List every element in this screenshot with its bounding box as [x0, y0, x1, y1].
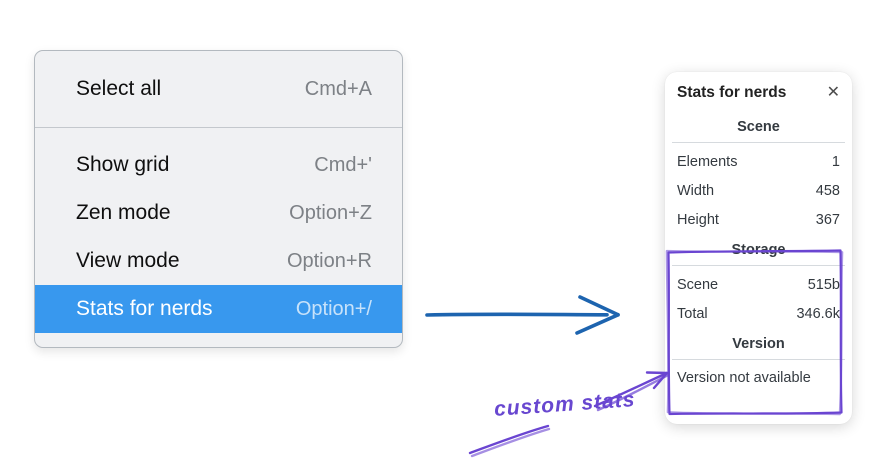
stat-value: 458 [815, 183, 840, 199]
menu-item-select-all[interactable]: Select all Cmd+A [35, 51, 402, 127]
version-section-heading: Version [732, 336, 785, 352]
context-menu: Select all Cmd+A Show grid Cmd+' Zen mod… [34, 50, 403, 348]
menu-group: Show grid Cmd+' Zen mode Option+Z View m… [35, 128, 402, 347]
storage-section-heading: Storage [731, 242, 786, 258]
stat-value: 367 [815, 212, 840, 228]
stats-panel-header: Stats for nerds ✕ [677, 84, 840, 102]
stat-value: 1 [831, 154, 840, 170]
stat-label: Height [677, 212, 719, 228]
menu-item-view-mode[interactable]: View mode Option+R [35, 237, 402, 285]
stats-panel-title: Stats for nerds [677, 84, 787, 101]
menu-item-stats-for-nerds[interactable]: Stats for nerds Option+/ [35, 285, 402, 333]
stat-row-elements: Elements 1 [677, 148, 840, 177]
menu-item-shortcut: Cmd+A [304, 77, 372, 100]
menu-item-label: Select all [76, 77, 162, 100]
stat-value: 515b [807, 277, 840, 293]
stat-label: Total [677, 306, 708, 322]
stat-label: Width [677, 183, 715, 199]
version-note: Version not available [677, 370, 811, 386]
stat-row-total-storage: Total 346.6k [677, 300, 840, 329]
close-icon[interactable]: ✕ [826, 84, 840, 101]
section-divider [672, 265, 845, 266]
stat-label: Elements [677, 154, 738, 170]
menu-item-shortcut: Option+Z [289, 201, 372, 224]
stat-row-height: Height 367 [677, 206, 840, 235]
arrow-menu-to-panel-icon [425, 295, 620, 335]
annotation-label: custom stats [493, 388, 637, 421]
stat-row-scene-storage: Scene 515b [677, 271, 840, 300]
menu-divider [35, 127, 402, 128]
menu-item-label: Show grid [76, 153, 170, 176]
menu-item-label: Zen mode [76, 201, 171, 224]
stat-label: Scene [677, 277, 719, 293]
menu-item-zen-mode[interactable]: Zen mode Option+Z [35, 189, 402, 237]
menu-item-shortcut: Cmd+' [314, 153, 372, 176]
menu-item-label: Stats for nerds [76, 297, 213, 320]
stat-row-width: Width 458 [677, 177, 840, 206]
stat-value: 346.6k [796, 306, 840, 322]
stats-panel: Stats for nerds ✕ Scene Elements 1 Width… [665, 72, 852, 424]
section-divider [672, 359, 845, 360]
section-divider [672, 142, 845, 143]
menu-item-show-grid[interactable]: Show grid Cmd+' [35, 141, 402, 189]
scene-section-heading: Scene [737, 119, 780, 135]
menu-item-shortcut: Option+R [286, 249, 372, 272]
menu-item-label: View mode [76, 249, 180, 272]
menu-item-shortcut: Option+/ [295, 297, 372, 320]
